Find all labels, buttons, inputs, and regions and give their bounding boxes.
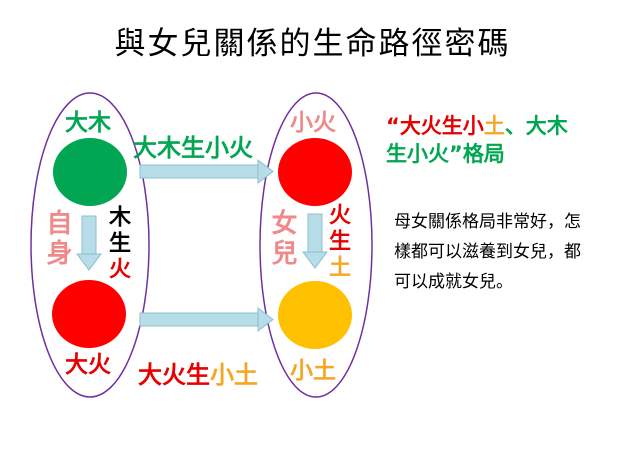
pattern-part4: 格局 [462,142,505,166]
label-arrow-right: 火生土 [325,203,350,281]
label-self-group: 自身 [42,209,72,269]
label-arrow-right-part1: 火生 [325,203,350,255]
relationship-note: 母女關係格局非常好，怎樣都可以滋養到女兒，都可以成就女兒。 [394,212,581,292]
arrow-left [76,215,102,271]
label-daughter-earth: 小土 [290,358,336,384]
label-self-fire: 大火 [65,352,111,378]
label-arrow-bottom: 大火生小土 [138,363,258,387]
label-arrow-right-part2: 土 [325,255,350,281]
label-self-wood: 大木 [65,110,111,136]
pattern-part3: 、大木生小火 [386,114,568,166]
daughter-earth-circle [278,281,352,349]
self-fire-circle [52,280,126,348]
pattern-close-quote: ” [449,142,463,166]
label-arrow-top: 大木生小火 [133,134,253,162]
daughter-fire-circle [278,138,352,206]
label-daughter-group: 女兒 [267,209,297,269]
label-arrow-left-part1: 木生 [105,205,130,257]
pattern-heading: “大火生小土、大木生小火”格局 [386,112,586,168]
daughter-group-ellipse [259,92,373,398]
self-wood-circle [53,138,127,206]
arrow-bottom [139,306,274,333]
pattern-part2: 土 [483,114,505,138]
arrow-top [139,158,274,185]
pattern-part1: 大火生小 [399,114,484,138]
label-daughter-fire: 小火 [290,110,336,136]
page-title: 與女兒關係的生命路徑密碼 [114,26,511,62]
label-arrow-bottom-part2: 小土 [210,361,258,389]
label-arrow-left: 木生火 [105,205,130,283]
self-group-ellipse [30,92,150,398]
label-arrow-bottom-part1: 大火生 [138,361,210,389]
pattern-open-quote: “ [386,114,400,138]
label-arrow-left-part2: 火 [105,257,130,283]
arrow-right [302,213,328,269]
